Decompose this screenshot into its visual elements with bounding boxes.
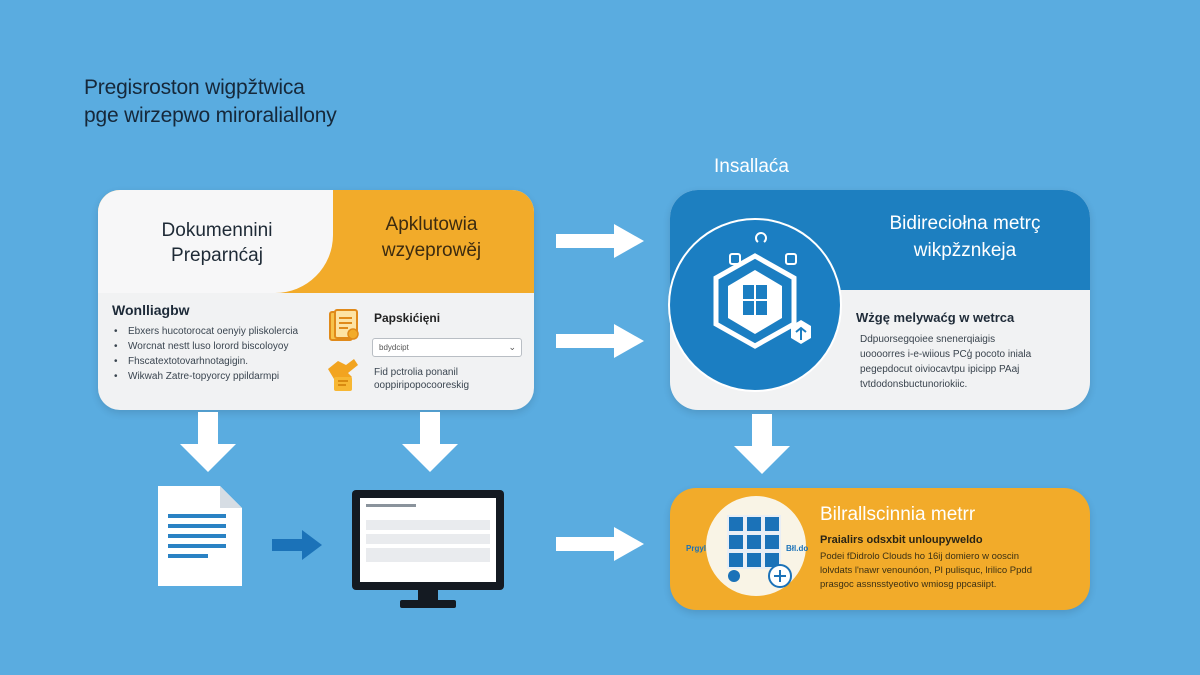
document-icon <box>158 486 242 586</box>
meter-badge-right: Błl.do <box>786 544 809 553</box>
arrow-right-icon <box>556 527 644 561</box>
preparation-right-title-line1: Apklutowia <box>385 214 478 235</box>
preparation-left-title-line1: Dokumennini <box>161 220 273 241</box>
page-title: Pregisroston wigpžtwica pge wirzepwo mir… <box>84 74 504 130</box>
arrow-right-icon <box>556 324 644 358</box>
list-item: Fhscatextotovarhnotagigin. <box>114 354 298 369</box>
arrow-right-icon <box>556 224 644 258</box>
meter-circle <box>670 220 840 390</box>
preparation-card: Dokumennini Preparnćaj Apklutowia wzyepr… <box>98 190 534 410</box>
metering-description-line1: Podei fDidrolo Clouds ho 16ij domiero w … <box>820 551 1020 562</box>
list-item: Wikwah Zatre-topyorcy ppildarmpi <box>114 369 298 384</box>
requirements-list: Ebxers hucotorocat oenyiy pliskolercia W… <box>114 324 298 384</box>
preparation-left-title: Dokumennini Preparnćaj <box>122 218 312 268</box>
metering-description: Podei fDidrolo Clouds ho 16ij domiero w … <box>820 550 1032 592</box>
installation-title-line1: Bidireciołna metrç <box>889 213 1041 234</box>
chevron-down-icon: ⌄ <box>508 342 516 352</box>
page-title-line1: Pregisroston wigpžtwica <box>84 76 305 99</box>
requirements-heading: Wonlliagbw <box>112 302 190 318</box>
installation-description-line4: tvtdodonsbuctunoriokiic. <box>860 379 968 390</box>
arrow-right-icon <box>272 530 322 560</box>
preparation-left-title-line2: Preparnćaj <box>171 245 263 266</box>
application-select-value: bdydcipt <box>379 343 409 352</box>
installation-description-line2: uoooorres i-e-wiious PCģ pocoto iniala <box>860 349 1032 360</box>
page-title-line2: pge wirzepwo miroraliallony <box>84 104 337 127</box>
solar-panel-icon <box>706 496 806 596</box>
installation-description-line1: Ddpuorsegqoiee snenerqiaigis <box>860 334 996 345</box>
installation-title: Bidireciołna metrç wikpžznkeja <box>850 210 1080 264</box>
smart-meter-icon <box>713 232 811 349</box>
arrow-down-icon <box>734 414 790 474</box>
application-subtitle: Papskićięni <box>374 311 441 325</box>
metering-card: Prgyl Błl.do Bilrallscinnia metrr Praial… <box>670 488 1090 610</box>
list-item: Worcnat nestt luso lorord biscoloyoy <box>114 339 298 354</box>
hand-icon <box>328 359 358 391</box>
installation-description-line3: pegepdocut oiviocavtpu ipicipp PAaj <box>860 364 1020 375</box>
metering-subtitle: Praialirs odsxbit unloupyweldo <box>820 534 983 546</box>
document-icon <box>329 309 359 341</box>
application-description-line2: ooppiripopocooreskig <box>374 380 470 391</box>
metering-title: Bilrallscinnia metrr <box>820 504 976 525</box>
preparation-right-title-line2: wzyeprowěj <box>381 240 482 261</box>
application-description-line1: Fid pctrolia ponanil <box>374 367 458 378</box>
list-item: Ebxers hucotorocat oenyiy pliskolercia <box>114 324 298 339</box>
monitor-icon <box>352 490 504 608</box>
arrow-down-icon <box>180 412 236 472</box>
meter-badge-left: Prgyl <box>686 544 707 553</box>
arrow-down-icon <box>402 412 458 472</box>
preparation-card-tab <box>98 190 333 293</box>
installation-description: Ddpuorsegqoiee snenerqiaigis uoooorres i… <box>860 332 1031 392</box>
metering-description-line2: lolvdats l'nawr venounóon, Pl pulisquc, … <box>820 565 1032 576</box>
preparation-right-title: Apklutowia wzyeprowěj <box>344 212 519 264</box>
metering-description-line3: prasgoc assnsstyeotivo wmiosg ppcasiipt. <box>820 579 997 590</box>
application-select[interactable]: bdydcipt ⌄ <box>372 338 522 357</box>
application-description: Fid pctrolia ponanil ooppiripopocooreski… <box>374 366 469 392</box>
installation-subtitle: Wżgę melywaćg w wetrca <box>856 310 1015 325</box>
installation-label: Insallaća <box>714 156 789 177</box>
installation-title-line2: wikpžznkeja <box>913 240 1017 261</box>
